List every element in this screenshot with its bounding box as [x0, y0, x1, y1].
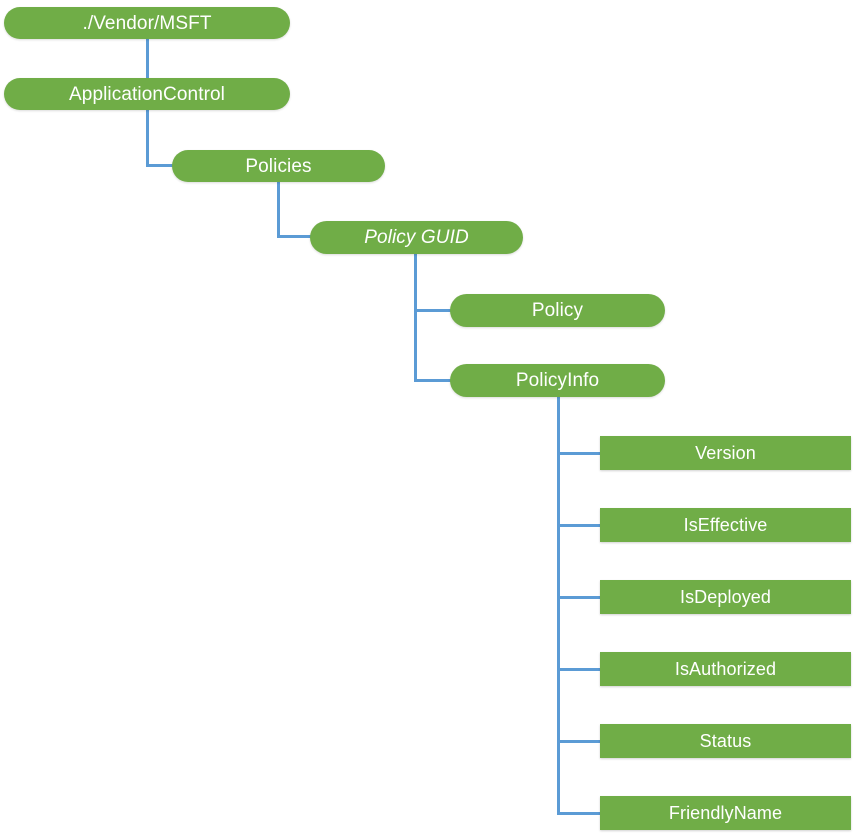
node-label-isauthorized: IsAuthorized	[674, 659, 777, 679]
node-label-policies: Policies	[245, 155, 312, 177]
connector-policyinfo-iseffective	[557, 524, 602, 527]
connector-policyinfo-friendlyname	[557, 396, 560, 815]
connector-policyinfo-friendlyname	[557, 812, 602, 815]
connector-appcontrol-policies	[146, 109, 149, 167]
node-friendlyname[interactable]: FriendlyName	[600, 796, 851, 830]
connector-policyinfo-status	[557, 740, 602, 743]
connector-policyguid-policyinfo	[414, 379, 452, 382]
node-label-friendlyname: FriendlyName	[668, 803, 783, 823]
node-label-vendor: ./Vendor/MSFT	[82, 12, 212, 34]
connector-policyguid-policy	[414, 309, 452, 312]
node-label-policyinfo: PolicyInfo	[515, 370, 600, 391]
node-policyinfo[interactable]: PolicyInfo	[450, 364, 665, 397]
node-vendor[interactable]: ./Vendor/MSFT	[4, 7, 290, 39]
node-isauthorized[interactable]: IsAuthorized	[600, 652, 851, 686]
node-version[interactable]: Version	[600, 436, 851, 470]
node-label-iseffective: IsEffective	[683, 515, 768, 535]
connector-policyinfo-isauthorized	[557, 668, 602, 671]
connector-vendor-appcontrol	[146, 38, 149, 79]
connector-policyinfo-version	[557, 452, 602, 455]
node-policy[interactable]: Policy	[450, 294, 665, 327]
node-iseffective[interactable]: IsEffective	[600, 508, 851, 542]
connector-policyinfo-isdeployed	[557, 596, 602, 599]
node-policies[interactable]: Policies	[172, 150, 385, 182]
connector-policies-policyguid	[277, 181, 280, 237]
connector-policies-policyguid	[277, 235, 312, 238]
node-label-status: Status	[699, 731, 752, 751]
node-label-policy: Policy	[531, 300, 584, 321]
node-appcontrol[interactable]: ApplicationControl	[4, 78, 290, 110]
node-status[interactable]: Status	[600, 724, 851, 758]
node-label-appcontrol: ApplicationControl	[69, 83, 225, 105]
connector-appcontrol-policies	[146, 164, 174, 167]
node-label-policyguid: Policy GUID	[364, 227, 469, 248]
node-policyguid[interactable]: Policy GUID	[310, 221, 523, 254]
node-label-isdeployed: IsDeployed	[679, 587, 772, 607]
node-label-version: Version	[695, 443, 756, 463]
connector-policyguid-policyinfo	[414, 253, 417, 381]
node-isdeployed[interactable]: IsDeployed	[600, 580, 851, 614]
